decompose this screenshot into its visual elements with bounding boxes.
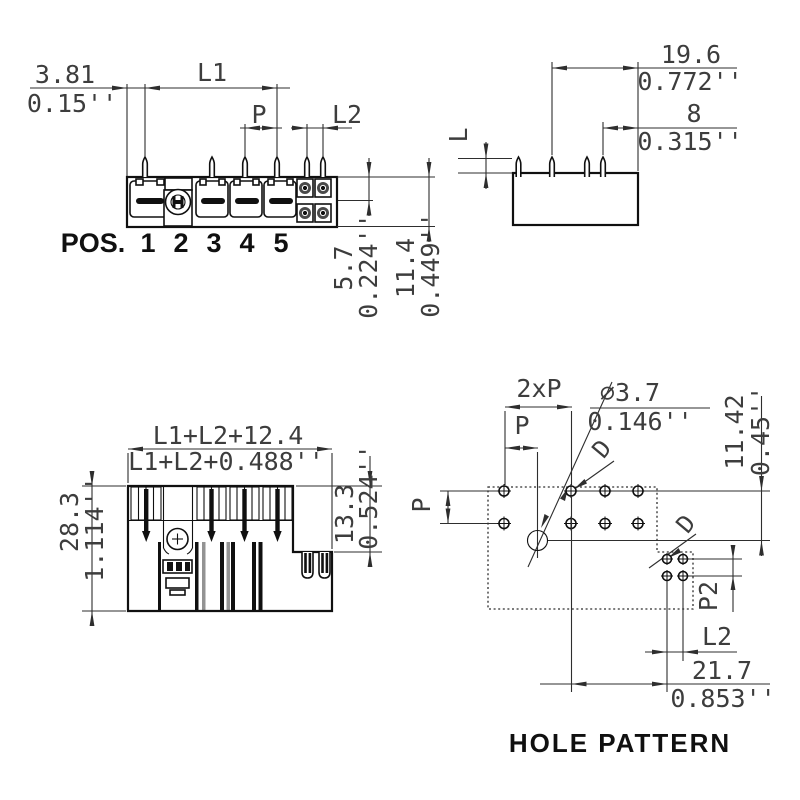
dim-width-in: L1+L2+0.488'' <box>128 447 324 476</box>
pos-number-4: 4 <box>239 228 254 258</box>
dim-p2: P2 <box>694 581 723 611</box>
dim-step-in: 0.524'' <box>354 444 383 549</box>
dim-2xp: 2xP <box>516 374 561 403</box>
dim-l2-holes: L2 <box>702 622 732 651</box>
screw-flange-front <box>162 487 194 596</box>
dim-height-in: 1.114'' <box>80 476 109 581</box>
dim-row-mm: 8 <box>686 99 701 128</box>
dim-diameter-mm: ∅3.7 <box>600 378 660 407</box>
solder-pin <box>141 156 149 178</box>
pos-number-1: 1 <box>140 228 155 258</box>
dim-h1-mm: 5.7 <box>329 245 358 290</box>
dim-diameter-in: 0.146'' <box>587 407 692 436</box>
front-view: L1+L2+12.4 L1+L2+0.488'' 28.3 1.114'' 13… <box>55 421 383 626</box>
connector-body-side-view <box>511 171 640 227</box>
contact-slot-5 <box>269 198 293 204</box>
dim-row-offset-in: 0.45'' <box>746 386 775 476</box>
dim-width-mm: L1+L2+12.4 <box>153 421 304 450</box>
fin-group-1 <box>130 486 162 542</box>
hole-pattern-title: HOLE PATTERN <box>509 728 731 758</box>
dim-l1: L1 <box>197 58 227 87</box>
contact-slot-1 <box>136 198 164 204</box>
solder-hole <box>496 483 512 499</box>
dim-row-in: 0.315'' <box>637 127 742 156</box>
dim-row-offset-mm: 11.42 <box>720 394 749 469</box>
dim-offset-in: 0.15'' <box>27 89 117 118</box>
fin-group-2 <box>196 486 227 542</box>
hole-designator-d2: D <box>671 509 702 538</box>
l2-sockets-front <box>301 552 331 579</box>
pos-number-2: 2 <box>173 228 188 258</box>
dim-pin-length: L <box>444 127 473 142</box>
pos-number-5: 5 <box>273 228 288 258</box>
footprint-outline <box>487 486 694 610</box>
dim-h2-mm: 11.4 <box>391 238 420 298</box>
dim-p-top: P <box>514 411 529 440</box>
hole-pattern-view: 2xP P ∅3.7 0.146'' D D P 11.42 0.45'' P2… <box>407 374 776 758</box>
dim-span-mm: 21.7 <box>692 656 752 685</box>
dim-span-in: 0.853'' <box>670 684 775 713</box>
hole-designator-d1: D <box>587 434 618 463</box>
dim-step-mm: 13.3 <box>330 484 359 544</box>
dim-depth-mm: 19.6 <box>661 40 721 69</box>
dim-p: P <box>251 100 266 129</box>
mounting-hole <box>526 529 549 552</box>
fin-group-4 <box>262 486 293 542</box>
fin-group-3 <box>229 486 260 542</box>
dim-height-mm: 28.3 <box>55 492 84 552</box>
pos-number-3: 3 <box>206 228 221 258</box>
dim-offset-mm: 3.81 <box>35 60 95 89</box>
pos-label: POS. <box>61 228 126 258</box>
dim-depth-in: 0.772'' <box>637 67 742 96</box>
l2-contact-block <box>296 178 332 223</box>
contact-slot-3 <box>201 198 225 204</box>
side-view: L 19.6 0.772'' 8 0.315'' <box>444 40 743 227</box>
contact-slot-4 <box>235 198 259 204</box>
dim-l2: L2 <box>332 100 362 129</box>
dim-p-left: P <box>407 497 436 512</box>
dim-h1-in: 0.224'' <box>354 213 383 318</box>
l2-hole <box>660 552 674 566</box>
dim-h2-in: 0.449'' <box>416 212 445 317</box>
top-view: 3.81 0.15'' L1 P L2 5.7 0.224'' 11.4 0.4… <box>27 58 445 319</box>
